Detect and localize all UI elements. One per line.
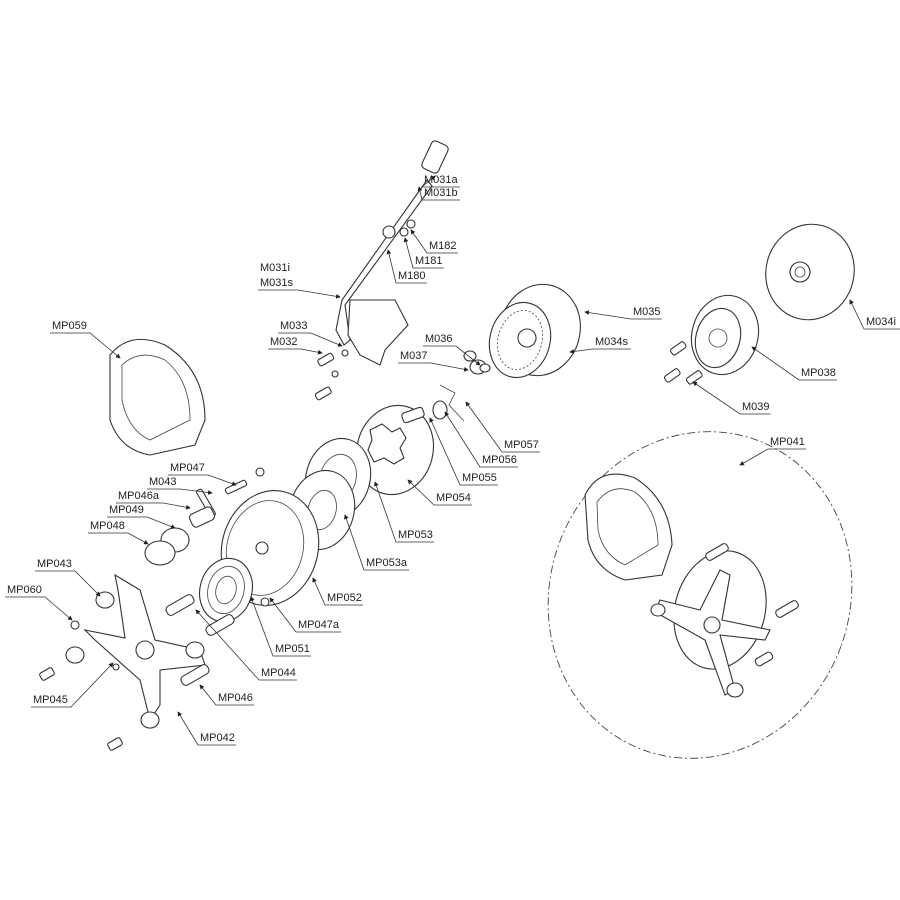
leader-mp057 bbox=[465, 401, 540, 453]
callout-m180: M180 bbox=[398, 270, 426, 282]
leader-mp052 bbox=[312, 577, 363, 606]
callout-mp044: MP044 bbox=[261, 667, 296, 679]
leader-mp060 bbox=[5, 596, 73, 621]
leader-mp053 bbox=[374, 481, 434, 543]
leader-mp042 bbox=[177, 711, 236, 746]
leader-mp055 bbox=[429, 417, 498, 486]
leader-m043 bbox=[147, 488, 213, 495]
callout-m034s: M034s bbox=[595, 336, 629, 348]
callout-m182: M182 bbox=[429, 240, 457, 252]
leader-m035 bbox=[584, 310, 662, 320]
callout-mp052: MP052 bbox=[327, 592, 362, 604]
callout-mp045: MP045 bbox=[33, 694, 68, 706]
leader-m034s bbox=[569, 348, 631, 354]
callout-m031i: M031i bbox=[260, 262, 290, 274]
spider-hub-part bbox=[39, 573, 235, 751]
leader-mp046 bbox=[199, 684, 254, 706]
callout-mp043: MP043 bbox=[37, 558, 72, 570]
callout-m036: M036 bbox=[425, 333, 453, 345]
callout-mp053a: MP053a bbox=[366, 557, 407, 569]
leader-mp045 bbox=[31, 662, 114, 708]
callout-mp041: MP041 bbox=[770, 436, 805, 448]
flywheel-stator-part bbox=[463, 283, 581, 379]
leader-mp046a bbox=[116, 502, 191, 510]
callout-m037: M037 bbox=[400, 350, 428, 362]
leader-mp049 bbox=[107, 516, 176, 529]
leader-m039 bbox=[692, 381, 771, 415]
leader-m031s bbox=[258, 289, 341, 299]
callout-mp051: MP051 bbox=[275, 643, 310, 655]
callout-m043: M043 bbox=[149, 476, 177, 488]
callout-mp047a: MP047a bbox=[298, 619, 339, 631]
callout-mp055: MP055 bbox=[462, 472, 497, 484]
leader-mp048 bbox=[88, 532, 149, 545]
callout-mp046a: MP046a bbox=[118, 490, 159, 502]
leader-mp044 bbox=[195, 609, 297, 681]
callout-mp054: MP054 bbox=[436, 492, 471, 504]
leader-m033 bbox=[278, 332, 343, 347]
leader-m034i bbox=[849, 299, 900, 330]
leader-m182 bbox=[410, 229, 458, 254]
leader-m181 bbox=[403, 237, 444, 269]
callout-m031s: M031s bbox=[260, 277, 294, 289]
leader-m180 bbox=[386, 249, 427, 284]
leader-mp054 bbox=[407, 479, 472, 506]
callout-mp056: MP056 bbox=[482, 454, 517, 466]
callout-m032: M032 bbox=[270, 336, 298, 348]
assembled-view-part bbox=[547, 431, 853, 759]
leader-mp047 bbox=[168, 474, 237, 486]
callout-mp038: MP038 bbox=[801, 367, 836, 379]
leader-mp051 bbox=[250, 596, 311, 657]
callout-m034i: M034i bbox=[866, 316, 896, 328]
callout-m033: M033 bbox=[280, 320, 308, 332]
callout-m181: M181 bbox=[415, 255, 443, 267]
leader-mp059 bbox=[50, 332, 121, 359]
leader-mp043 bbox=[35, 570, 101, 597]
callout-mp060: MP060 bbox=[7, 584, 42, 596]
flywheel-inner-part bbox=[663, 223, 855, 385]
callout-m031a: M031a bbox=[424, 174, 458, 186]
leader-m036 bbox=[423, 345, 481, 366]
ignition-coil-part bbox=[314, 140, 449, 401]
clutch-assembly-part bbox=[144, 384, 465, 623]
handle-part bbox=[109, 338, 206, 456]
leader-mp047a bbox=[269, 597, 342, 633]
callout-mp046: MP046 bbox=[218, 692, 253, 704]
leader-mp056 bbox=[444, 411, 518, 468]
callout-m039: M039 bbox=[742, 401, 770, 413]
callout-mp053: MP053 bbox=[398, 529, 433, 541]
leader-lines bbox=[5, 175, 900, 746]
callout-m035: M035 bbox=[633, 306, 661, 318]
callout-mp047: MP047 bbox=[170, 462, 205, 474]
callout-mp042: MP042 bbox=[200, 732, 235, 744]
leader-mp053a bbox=[344, 514, 410, 571]
callout-mp057: MP057 bbox=[504, 439, 539, 451]
leader-mp041 bbox=[739, 448, 806, 466]
leader-m037 bbox=[398, 362, 469, 372]
leader-mp038 bbox=[751, 346, 837, 381]
callout-mp049: MP049 bbox=[109, 504, 144, 516]
leader-m031b bbox=[417, 186, 460, 201]
callout-m031b: M031b bbox=[424, 187, 458, 199]
callout-mp048: MP048 bbox=[90, 520, 125, 532]
callout-mp059: MP059 bbox=[52, 320, 87, 332]
leader-m032 bbox=[268, 348, 323, 355]
